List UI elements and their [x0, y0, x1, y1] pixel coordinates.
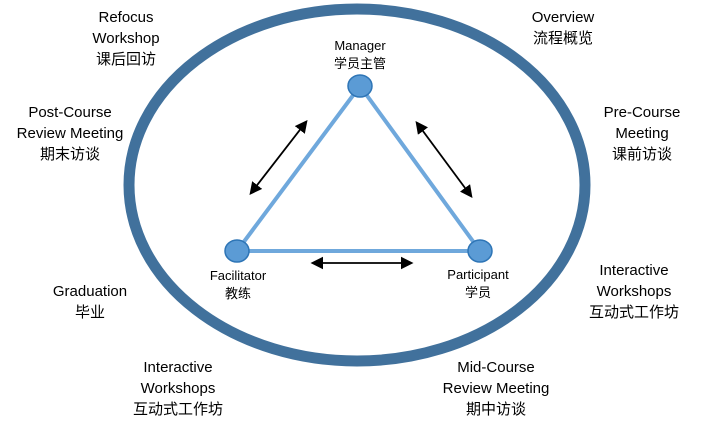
stage-post-course-en1: Post-Course	[28, 104, 111, 121]
participant-node	[467, 239, 493, 263]
stage-mid-course-en2: Review Meeting	[443, 380, 550, 397]
stage-post-course-cn: 期末访谈	[40, 146, 100, 163]
stage-interactive-right-cn: 互动式工作坊	[589, 304, 679, 321]
facilitator-label-en: Facilitator	[210, 268, 267, 283]
stage-overview-en: Overview	[532, 9, 595, 26]
stage-interactive-right-en1: Interactive	[599, 262, 668, 279]
stage-mid-course-en1: Mid-Course	[457, 359, 535, 376]
manager-label-en: Manager	[334, 38, 386, 53]
participant-label-en: Participant	[447, 267, 509, 282]
stage-refocus-en2: Workshop	[92, 30, 159, 47]
stage-refocus-cn: 课后回访	[96, 51, 156, 68]
stage-graduation-en: Graduation	[53, 283, 127, 300]
stage-graduation-cn: 毕业	[75, 304, 105, 321]
stage-post-course-en2: Review Meeting	[17, 125, 124, 142]
facilitator-node	[224, 239, 250, 263]
stage-interactive-right-en2: Workshops	[597, 283, 672, 300]
manager-node	[347, 74, 373, 98]
stage-overview-cn: 流程概览	[533, 30, 593, 47]
arrow-manager-facilitator	[249, 120, 308, 195]
stage-interactive-bottom-en1: Interactive	[143, 359, 212, 376]
stage-pre-course-en2: Meeting	[615, 125, 668, 142]
arrow-manager-participant	[415, 120, 473, 199]
watermark-text: 知乎 @LMI-领导力	[553, 391, 696, 411]
participant-label-cn: 学员	[465, 285, 491, 300]
relationship-triangle	[233, 82, 484, 253]
manager-label-cn: 学员主管	[334, 56, 386, 71]
stage-mid-course-cn: 期中访谈	[466, 401, 526, 418]
stage-interactive-bottom-cn: 互动式工作坊	[133, 401, 223, 418]
cycle-ring	[123, 3, 591, 367]
facilitator-label-cn: 教练	[225, 286, 251, 301]
stage-pre-course-en1: Pre-Course	[604, 104, 681, 121]
stage-refocus-en1: Refocus	[98, 9, 153, 26]
stage-pre-course-cn: 课前访谈	[612, 146, 672, 163]
stage-interactive-bottom-en2: Workshops	[141, 380, 216, 397]
